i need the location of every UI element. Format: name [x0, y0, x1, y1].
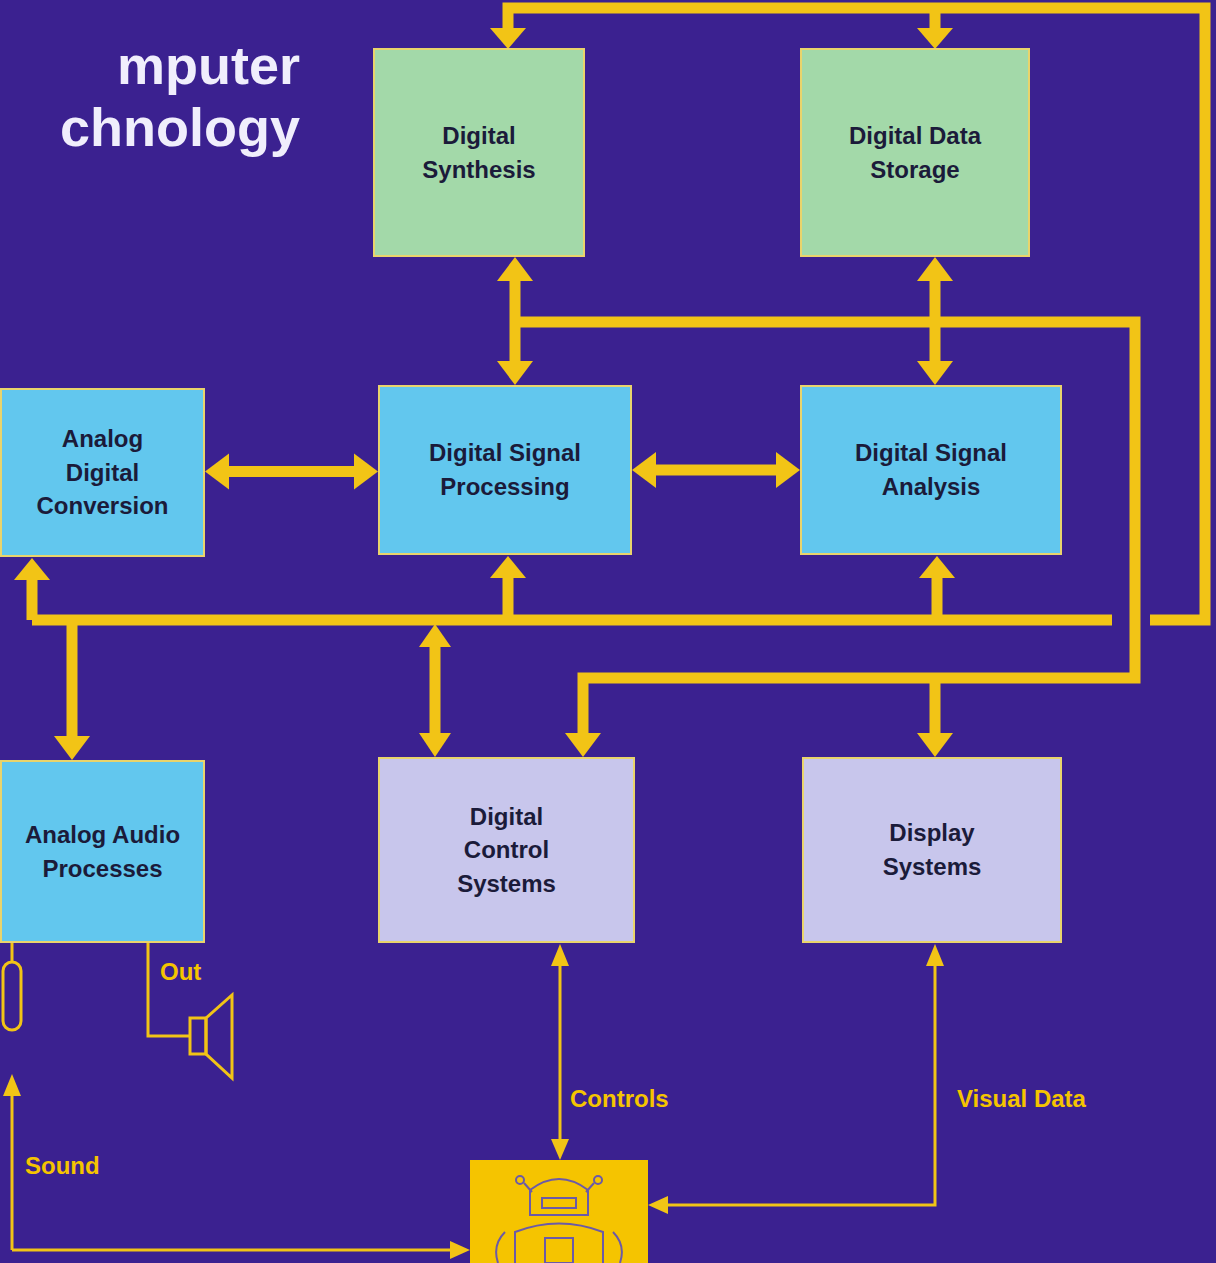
robot-head [530, 1179, 588, 1215]
robot-figure [496, 1176, 622, 1263]
arrowhead [450, 1241, 470, 1259]
double-arrow [497, 257, 533, 385]
bus-branch [67, 620, 78, 738]
box-label: Analog Audio Processes [23, 818, 183, 885]
arrowhead [490, 556, 526, 578]
bus-branch [930, 8, 941, 30]
robot-arm [496, 1232, 622, 1263]
robot-chest [545, 1238, 573, 1263]
arrowhead [497, 361, 533, 385]
box-label: Digital Control Systems [427, 800, 587, 901]
diagram-title: mputer chnology [10, 34, 300, 158]
bottom-bus [32, 615, 1112, 626]
arrowhead [205, 454, 229, 490]
box-label: Digital Signal Analysis [851, 436, 1011, 503]
signal-label: Visual Data [957, 1085, 1086, 1114]
audio-box: Analog Audio Processes [0, 760, 205, 943]
controls-line [559, 964, 562, 1141]
storage-box: Digital Data Storage [800, 48, 1030, 257]
arrowhead [917, 28, 953, 49]
arrowhead [776, 452, 800, 488]
connector-line [510, 279, 521, 363]
arrowhead [551, 944, 569, 966]
connector-line [227, 466, 356, 477]
box-label: Digital Signal Processing [425, 436, 585, 503]
visual-data-line [668, 964, 935, 1205]
arrowhead [490, 28, 526, 49]
arrowhead [917, 361, 953, 385]
double-arrow [632, 452, 800, 488]
bus-branch [930, 678, 941, 735]
double-arrow [205, 454, 378, 490]
synthesis-box: Digital Synthesis [373, 48, 585, 257]
double-arrow [917, 257, 953, 385]
robot-visor [542, 1198, 576, 1208]
conversion-box: Analog Digital Conversion [0, 388, 205, 557]
arrowhead [54, 736, 90, 760]
speaker-wire [148, 943, 190, 1036]
sound-line [11, 1094, 14, 1250]
robot-illustration [470, 1160, 648, 1263]
arrowhead [565, 733, 601, 757]
arrowhead [419, 624, 451, 647]
arrowhead [917, 733, 953, 757]
box-label: Digital Synthesis [399, 119, 559, 186]
bus-branch [430, 645, 441, 735]
connector-line [930, 279, 941, 363]
arrowhead [926, 944, 944, 966]
sound-line [12, 1249, 452, 1252]
box-label: Display Systems [852, 816, 1012, 883]
bus-branch [932, 578, 943, 620]
connector-line [654, 465, 778, 476]
signal-label: Out [160, 958, 201, 987]
speaker-symbol [190, 1018, 206, 1054]
box-label: Analog Digital Conversion [23, 422, 183, 523]
arrowhead [917, 257, 953, 281]
bus-branch [503, 578, 514, 620]
arrowhead [354, 454, 378, 490]
arrowhead [648, 1196, 668, 1214]
robot-body [515, 1224, 603, 1263]
signal-label: Sound [25, 1152, 100, 1181]
audio-wiring [3, 943, 935, 1250]
mic-wire [11, 943, 14, 962]
arrowhead [3, 1074, 21, 1096]
analysis-box: Digital Signal Analysis [800, 385, 1062, 555]
arrowhead [551, 1139, 569, 1160]
microphone-symbol [3, 962, 21, 1030]
speaker-symbol [206, 995, 232, 1078]
box-label: Digital Data Storage [835, 119, 995, 186]
robot-antenna [524, 1183, 594, 1192]
robot-panel [470, 1160, 648, 1263]
signal-label: Controls [570, 1085, 669, 1114]
display-box: Display Systems [802, 757, 1062, 943]
arrowhead [919, 556, 955, 578]
robot-antenna [594, 1176, 602, 1184]
bus-branch [27, 580, 38, 620]
arrowhead [497, 257, 533, 281]
processing-box: Digital Signal Processing [378, 385, 632, 555]
arrowhead [419, 733, 451, 757]
arrowhead [14, 558, 50, 580]
robot-antenna [516, 1176, 524, 1184]
arrowhead [632, 452, 656, 488]
control-box: Digital Control Systems [378, 757, 635, 943]
